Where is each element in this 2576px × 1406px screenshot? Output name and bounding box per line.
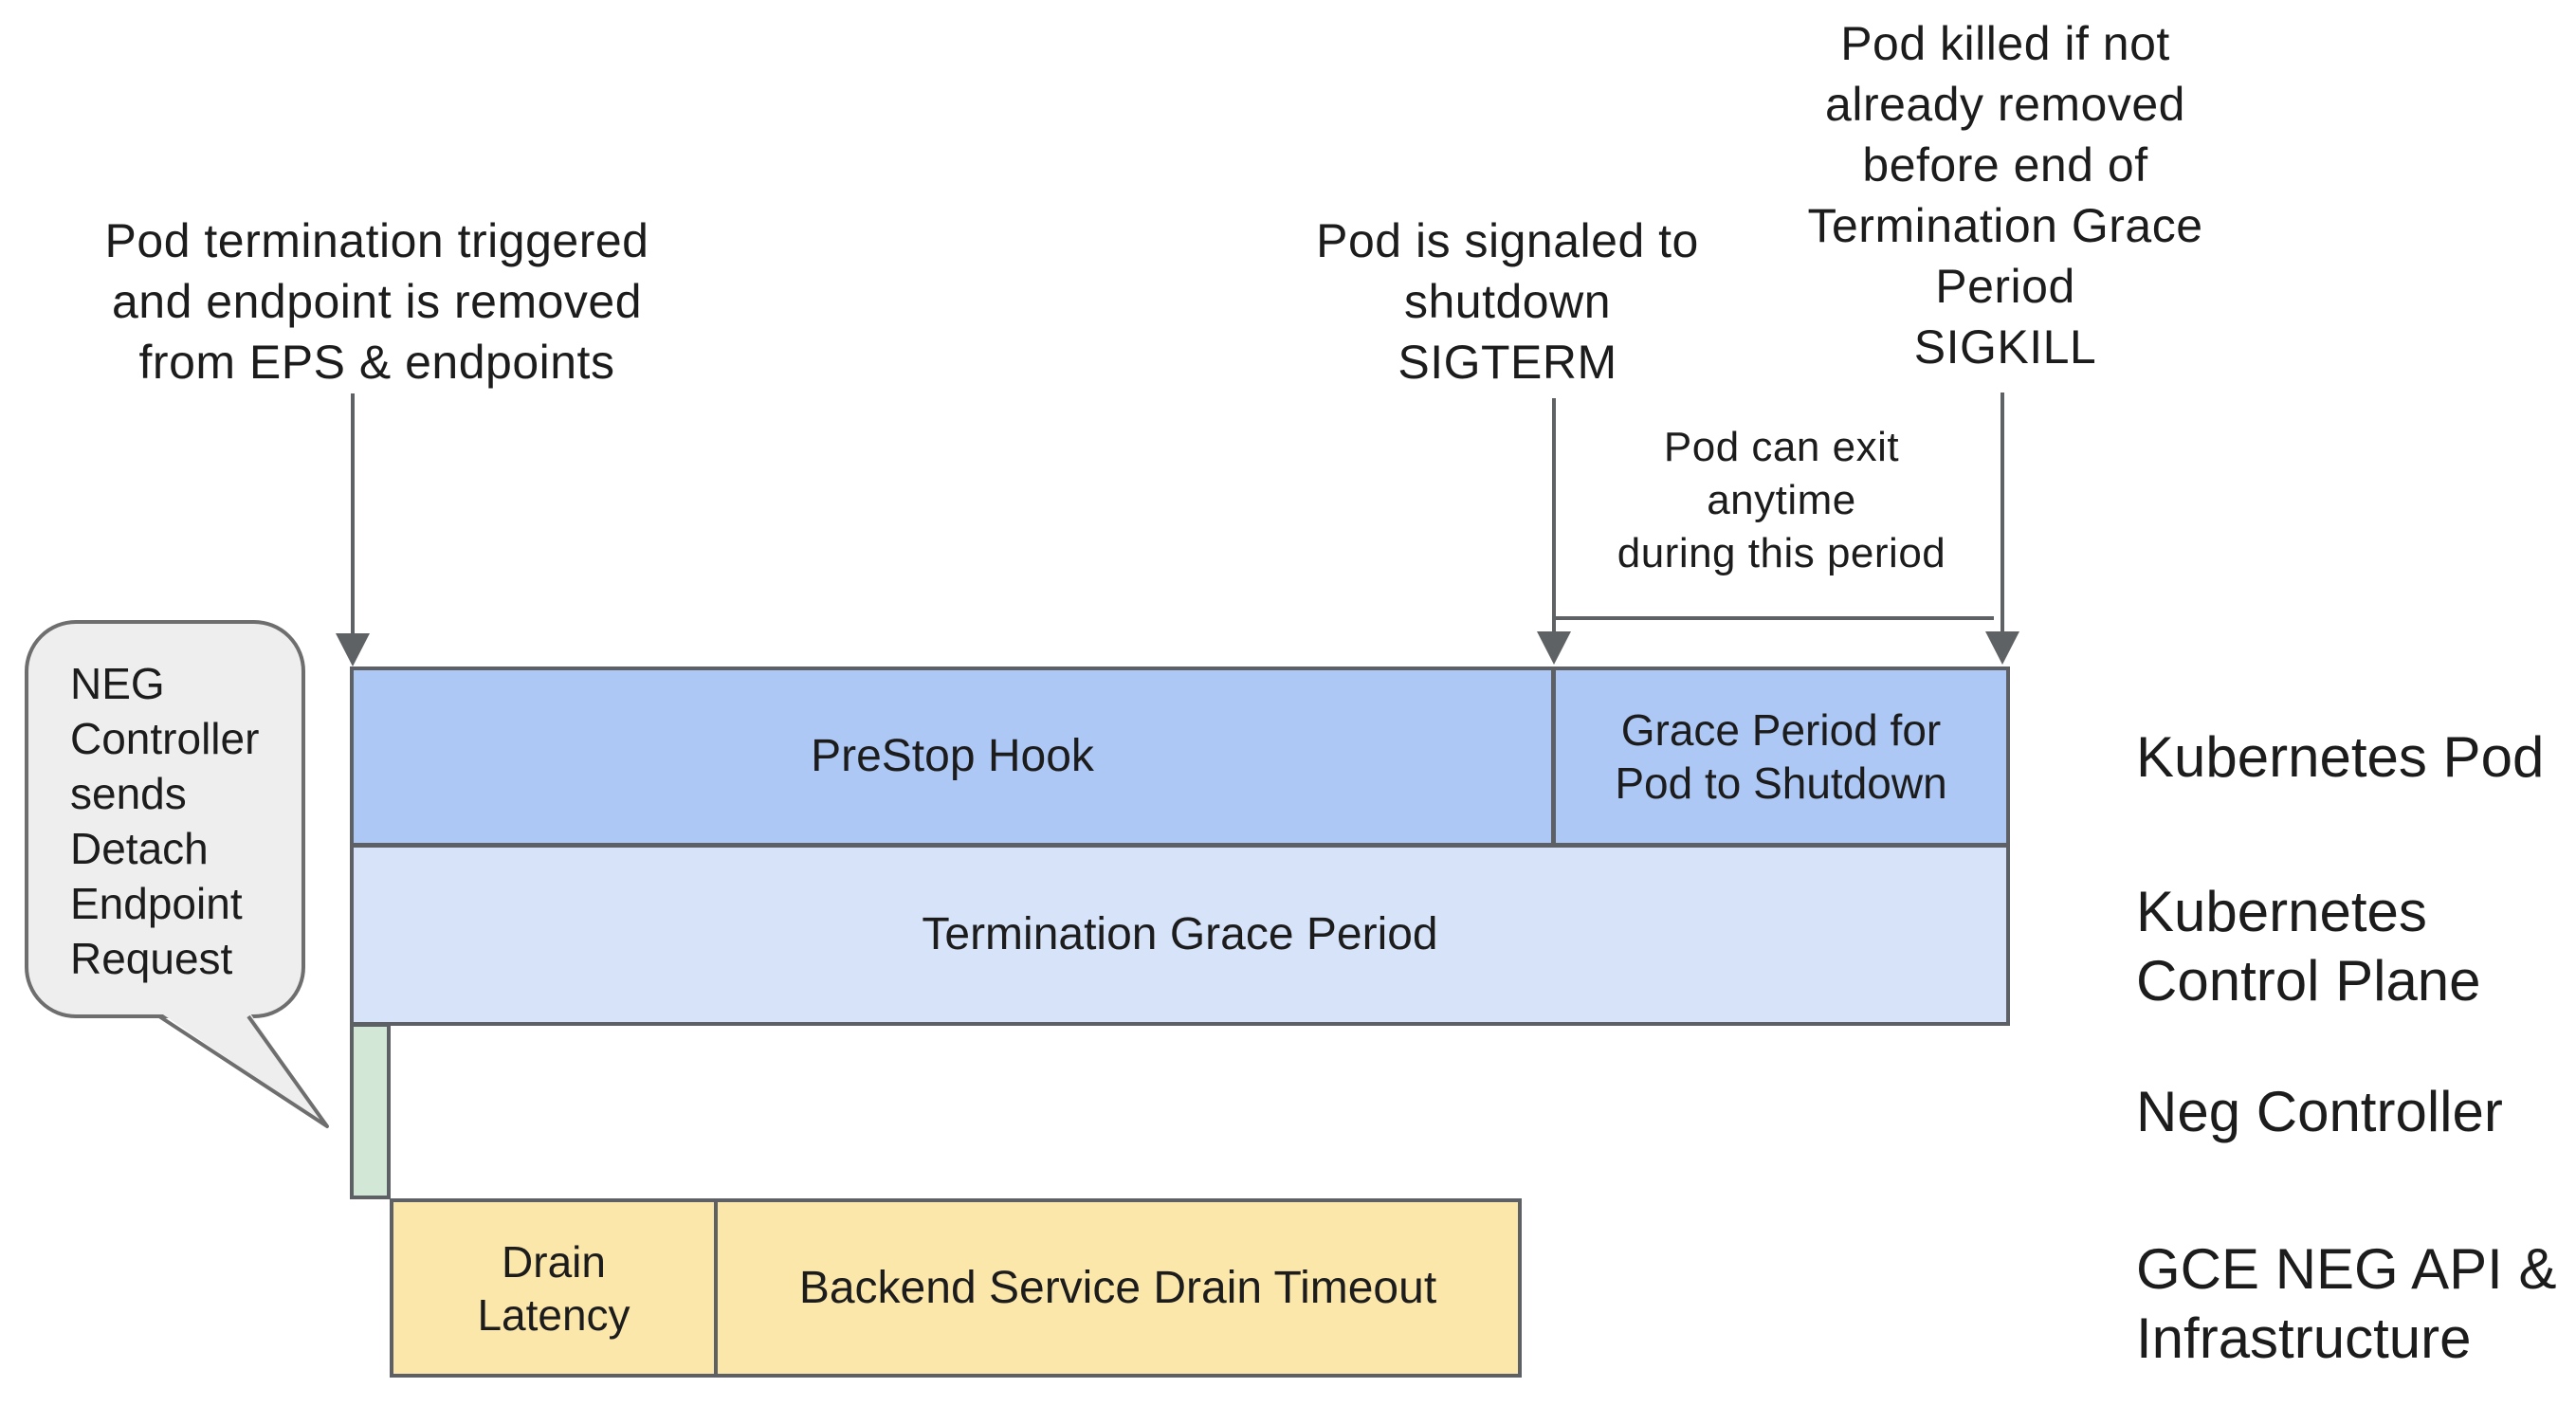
prestop-hook-bar: PreStop Hook <box>350 666 1555 847</box>
neg-detach-marker-bar <box>350 1023 391 1199</box>
callout-line: Detach <box>70 824 209 873</box>
row-label-kubernetes-control-plane: Kubernetes Control Plane <box>2136 877 2481 1015</box>
annotation-line: Pod is signaled to <box>1316 214 1699 267</box>
drain-latency-bar: Drain Latency <box>390 1198 718 1378</box>
backend-drain-timeout-label: Backend Service Drain Timeout <box>798 1262 1437 1313</box>
annotation-line: Pod termination triggered <box>104 214 649 267</box>
prestop-hook-label: PreStop Hook <box>811 731 1094 781</box>
row-label-line: Control Plane <box>2136 949 2481 1013</box>
annotation-line: Period <box>1935 260 2075 313</box>
row-label-line: Kubernetes Pod <box>2136 725 2545 789</box>
annotation-line: shutdown <box>1403 275 1612 328</box>
backend-drain-timeout-bar: Backend Service Drain Timeout <box>714 1198 1522 1378</box>
annotation-line: already removed <box>1825 78 2185 131</box>
callout-tail-outline <box>157 1014 329 1128</box>
sigkill-arrowhead-icon <box>1985 631 2019 665</box>
callout-line: sends <box>70 769 187 818</box>
termination-grace-period-label: Termination Grace Period <box>922 909 1438 959</box>
grace-period-label-line: Grace Period for <box>1620 705 1942 755</box>
annotation-line: and endpoint is removed <box>111 275 643 328</box>
pod-termination-arrowhead-icon <box>336 633 370 666</box>
annotation-line: Pod can exit anytime <box>1663 424 1900 523</box>
grace-period-label-line: Pod to Shutdown <box>1615 758 1947 808</box>
annotation-line: SIGTERM <box>1398 336 1617 389</box>
row-label-line: GCE NEG API & <box>2136 1237 2557 1301</box>
annotation-line: Termination Grace <box>1807 199 2203 252</box>
annotation-line: before end of <box>1862 138 2148 192</box>
grace-period-bar: Grace Period for Pod to Shutdown <box>1552 666 2010 847</box>
neg-controller-callout: NEG Controller sends Detach Endpoint Req… <box>25 620 305 1018</box>
annotation-line: during this period <box>1617 530 1946 576</box>
callout-tail <box>157 1011 327 1126</box>
annotation-line: Pod killed if not <box>1840 17 2170 70</box>
annotation-pod-termination: Pod termination triggered and endpoint i… <box>66 210 687 393</box>
row-label-kubernetes-pod: Kubernetes Pod <box>2136 722 2544 792</box>
drain-latency-label-line: Drain <box>502 1236 606 1287</box>
termination-grace-period-bar: Termination Grace Period <box>350 844 2010 1026</box>
row-label-line: Neg Controller <box>2136 1080 2503 1143</box>
annotation-line: SIGKILL <box>1913 320 2097 374</box>
annotation-sigkill: Pod killed if not already removed before… <box>1773 13 2238 377</box>
row-label-gce-neg-api: GCE NEG API & Infrastructure <box>2136 1234 2556 1373</box>
row-label-line: Kubernetes <box>2136 880 2427 943</box>
row-label-neg-controller: Neg Controller <box>2136 1077 2503 1146</box>
callout-line: Endpoint <box>70 879 243 928</box>
callout-line: Controller <box>70 714 260 763</box>
callout-line: Request <box>70 934 233 983</box>
drain-latency-label-line: Latency <box>477 1289 630 1340</box>
annotation-sigterm: Pod is signaled to shutdown SIGTERM <box>1280 210 1735 393</box>
annotation-exit-window: Pod can exit anytime during this period <box>1592 421 1971 580</box>
annotation-line: from EPS & endpoints <box>138 336 615 389</box>
row-label-line: Infrastructure <box>2136 1306 2472 1370</box>
callout-line: NEG <box>70 659 165 708</box>
sigterm-arrowhead-icon <box>1537 631 1571 665</box>
